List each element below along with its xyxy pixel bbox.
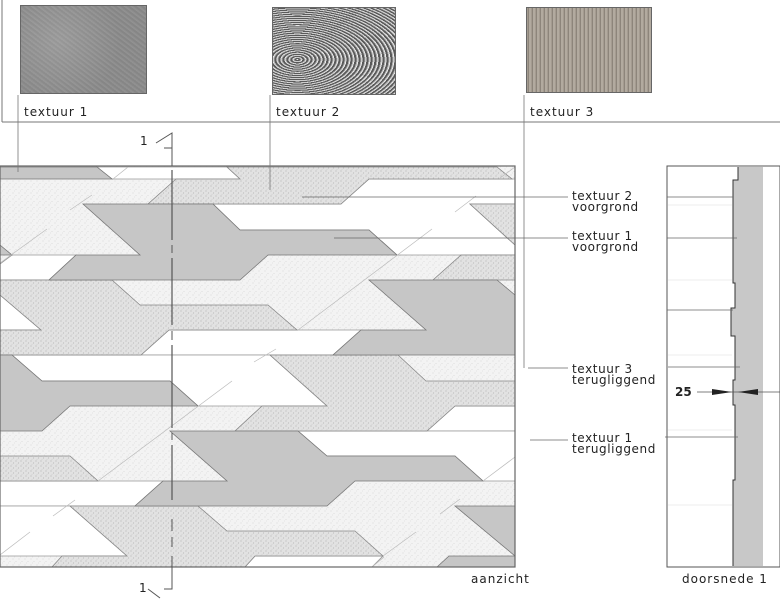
texture-1-foreground-areas: [0, 166, 516, 568]
texture-2-label: textuur 2: [276, 105, 341, 119]
callout-texture-1-foreground: textuur 1 voorgrond: [572, 229, 639, 254]
callout-title: textuur 1: [572, 229, 633, 243]
guide-lines: [0, 166, 516, 568]
callout-leader-lines: [302, 196, 568, 441]
callout-title: textuur 3: [572, 362, 633, 376]
callout-subtitle: voorgrond: [572, 200, 639, 214]
callout-texture-2-foreground: textuur 2 voorgrond: [572, 189, 639, 214]
callout-title: textuur 1: [572, 431, 633, 445]
section-marker-bottom: 1: [139, 581, 148, 595]
dimension-value: 25: [675, 385, 692, 399]
callout-title: textuur 2: [572, 189, 633, 203]
callout-texture-1-recessed: textuur 1 terugliggend: [572, 431, 656, 456]
texture-1-label: textuur 1: [24, 105, 89, 119]
dimension-arrows: [697, 389, 780, 395]
texture-2-swatch: [272, 7, 396, 95]
elevation-label: aanzicht: [471, 572, 530, 586]
callout-texture-3-recessed: textuur 3 terugliggend: [572, 362, 656, 387]
texture-2-foreground-areas: [0, 166, 516, 568]
recessed-texture-3-areas: [0, 166, 516, 568]
section-panel: [665, 165, 780, 568]
texture-3-label: textuur 3: [530, 105, 595, 119]
section-marker-top: 1: [140, 134, 149, 148]
callout-subtitle: terugliggend: [572, 373, 656, 387]
callout-subtitle: voorgrond: [572, 240, 639, 254]
section-label: doorsnede 1: [682, 572, 768, 586]
callout-subtitle: terugliggend: [572, 442, 656, 456]
elevation-panel: [0, 165, 516, 568]
texture-3-swatch: [526, 7, 652, 93]
texture-1-swatch: [20, 5, 147, 94]
texture-leader-lines: [17, 95, 525, 368]
section-cut-line: [147, 132, 173, 599]
